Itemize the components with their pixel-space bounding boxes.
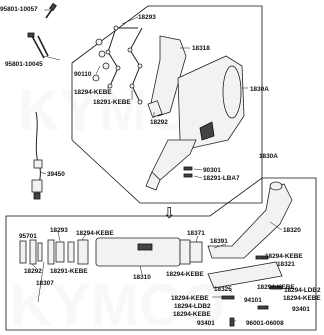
watermark-bottom: KYMCO — [10, 273, 226, 335]
callout-18291-kebe-top: 18291-KEBE — [93, 99, 131, 106]
callout-39450: 39450 — [47, 171, 65, 178]
exhaust-pipe-top — [149, 139, 197, 181]
leader-lines — [31, 9, 283, 323]
pipe-flange-top — [145, 171, 161, 191]
callout-18294-kebe-b5: 18294-KEBE — [283, 295, 321, 302]
callout-1830a-right: 1830A — [259, 153, 278, 160]
heat-shield-18318 — [149, 35, 187, 117]
down-arrow-icon: ⇩ — [163, 204, 176, 222]
callout-18294-kebe-b6: 18294-KEBE — [171, 295, 209, 302]
callout-18294-kebe-b7: 18294-KEBE — [173, 311, 211, 318]
callout-93401-right: 93401 — [292, 306, 310, 313]
gasket-stack-top — [92, 38, 110, 82]
callout-90301: 90301 — [203, 167, 221, 174]
bolt-94101 — [221, 295, 235, 300]
bolt-95801-10045 — [27, 32, 49, 59]
callout-95801-10057: 95801-10057 — [0, 6, 38, 13]
callout-18307: 18307 — [36, 280, 54, 287]
callout-18325: 18325 — [214, 286, 232, 293]
callout-18391: 18391 — [210, 238, 228, 245]
callout-94101: 94101 — [244, 297, 262, 304]
front-pipe-18320 — [207, 183, 293, 259]
bolt-18294-ldb2-right — [269, 285, 283, 290]
callout-90110: 90110 — [74, 71, 92, 78]
callout-18293-top: 18293 — [138, 14, 156, 21]
o2-sensor-39450 — [31, 111, 43, 200]
clamp-18292-top — [147, 100, 163, 118]
bottom-section-frame — [5, 177, 317, 331]
muffler-body-18310 — [95, 237, 203, 267]
callout-18292-top: 18292 — [150, 119, 168, 126]
pipe-flange-bottom — [269, 181, 283, 191]
bolt-96001-06008 — [229, 317, 235, 327]
callout-18294-kebe-top: 18294-KEBE — [74, 89, 112, 96]
callout-96001-06008: 96001-06008 — [246, 320, 284, 327]
bolt-93401-right — [257, 305, 269, 310]
callout-18371: 18371 — [187, 230, 205, 237]
callout-18293-bottom: 18293 — [50, 227, 68, 234]
callout-18321: 18321 — [277, 261, 295, 268]
bolt-18291-lba7 — [183, 173, 193, 178]
callout-18318: 18318 — [192, 45, 210, 52]
callout-1830a-top: 1830A — [250, 86, 269, 93]
callout-18291-lba7: 18291-LBA7 — [203, 175, 240, 182]
callout-18294-kebe-b4: 18294-KEBE — [257, 284, 295, 291]
callout-18292-bottom: 18292 — [24, 268, 42, 275]
screw-chain-top — [105, 25, 143, 105]
bracket-18325 — [207, 261, 283, 289]
top-section-frame — [71, 5, 263, 204]
callout-18294-kebe-b3: 18294-KEBE — [166, 271, 204, 278]
callout-95801-10045: 95801-10045 — [5, 61, 43, 68]
muffler-1830a-top — [177, 55, 245, 149]
callout-93401-left: 93401 — [197, 320, 215, 327]
callout-95701: 95701 — [19, 233, 37, 240]
callout-18294-kebe-b2: 18294-KEBE — [265, 253, 303, 260]
exploded-row-bottom — [19, 239, 89, 265]
callout-labels: 95801-10057 95801-10045 18293 90110 1831… — [0, 6, 321, 327]
callout-18310: 18310 — [133, 274, 151, 281]
callout-18320: 18320 — [283, 227, 301, 234]
bolt-95801-10057 — [45, 2, 57, 19]
bolt-18294-kebe-right — [255, 255, 269, 260]
bolt-90301 — [183, 166, 193, 171]
callout-18294-ldb2-left: 18294-LDB2 — [174, 303, 211, 310]
callout-18294-ldb2-right: 18294-LDB2 — [284, 287, 321, 294]
callout-18294-kebe-b1: 18294-KEBE — [76, 230, 114, 237]
callout-18291-kebe-bottom: 18291-KEBE — [50, 268, 88, 275]
